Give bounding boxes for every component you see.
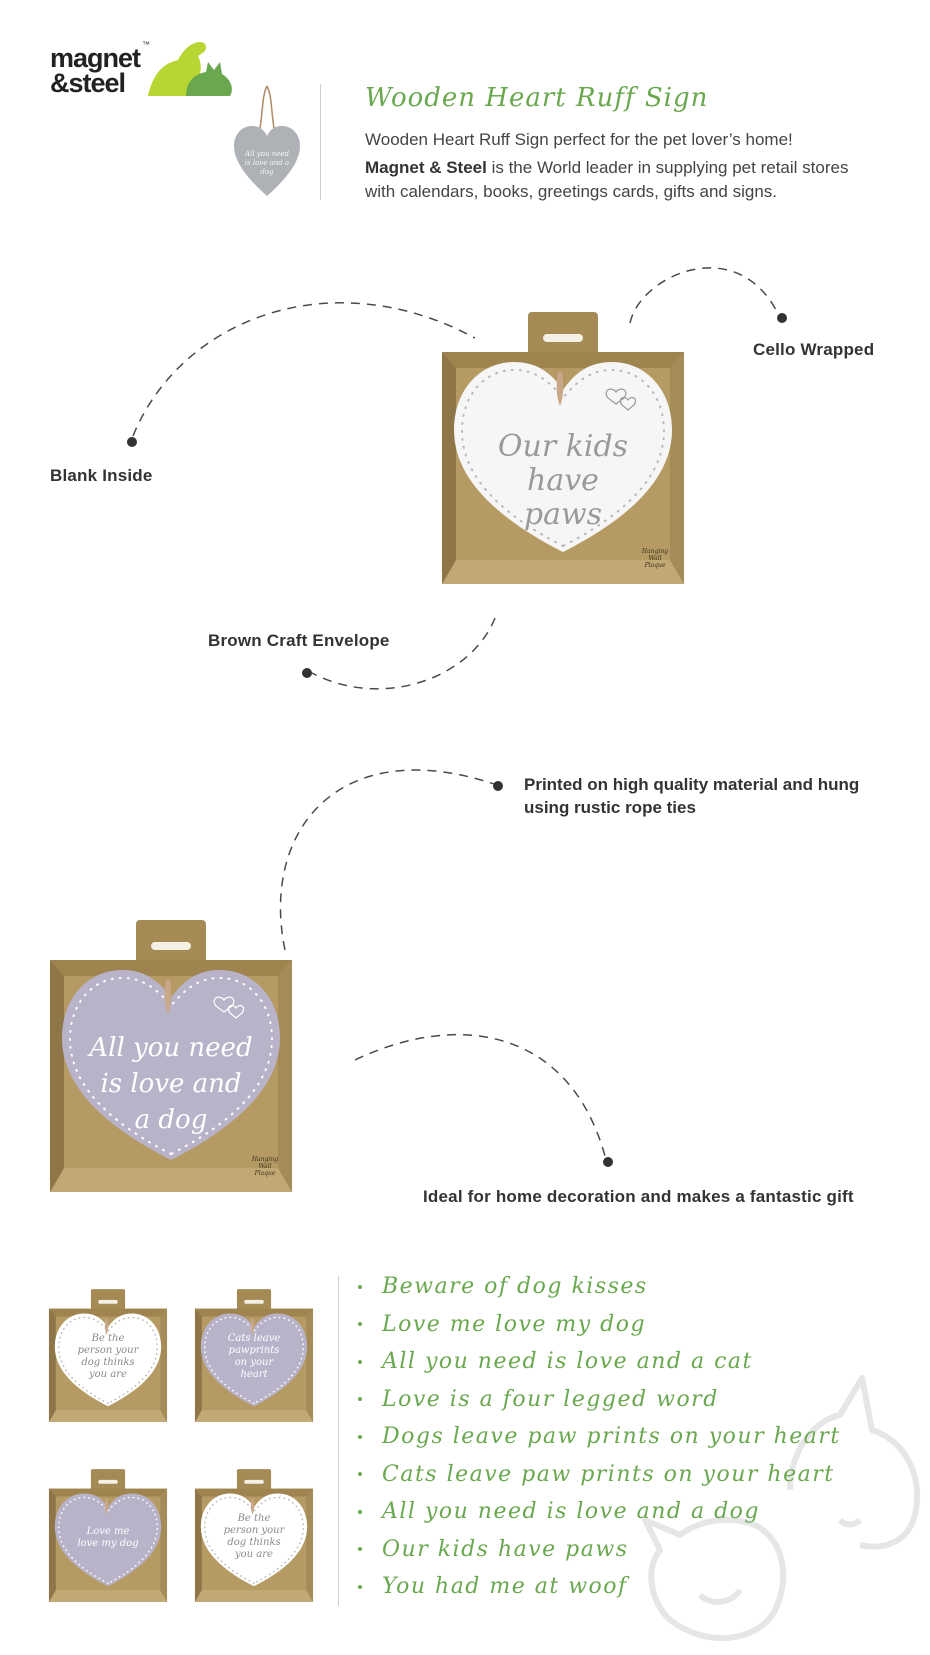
brand-logo: magnet ™ &steel xyxy=(50,38,240,108)
phrase-item: Love me love my dog xyxy=(358,1306,841,1344)
range-thumbnail-line: heart xyxy=(240,1369,268,1380)
product-1-text: Our kids have paws xyxy=(483,430,643,532)
kraft-box-heart-icon xyxy=(48,1469,168,1602)
label-ideal-gift: Ideal for home decoration and makes a fa… xyxy=(423,1187,854,1206)
kraft-box-heart-icon xyxy=(48,1289,168,1422)
brand-description: Magnet & Steel is the World leader in su… xyxy=(365,156,865,204)
product-2-text-line-3: a dog xyxy=(134,1105,208,1135)
kraft-box-heart-icon xyxy=(194,1289,314,1422)
bullet-dot-icon xyxy=(358,1322,362,1327)
bullet-dot-icon xyxy=(358,1584,362,1589)
curve-printed xyxy=(279,769,501,951)
product-2-text: All you need is love and a dog xyxy=(78,1030,264,1138)
dot-blank-inside xyxy=(127,437,137,447)
label-cello-wrapped: Cello Wrapped xyxy=(753,340,875,359)
range-thumbnail-line: Be the xyxy=(91,1333,125,1344)
phrase-item: Our kids have paws xyxy=(358,1531,841,1569)
range-thumbnail-line: love my dog xyxy=(77,1538,139,1549)
bullet-dot-icon xyxy=(358,1434,362,1439)
kraft-box-heart-icon xyxy=(194,1469,314,1602)
label-blank-inside: Blank Inside xyxy=(50,466,153,485)
range-divider xyxy=(338,1276,339,1606)
product-description: Wooden Heart Ruff Sign perfect for the p… xyxy=(365,130,793,149)
phrase-item: Beware of dog kisses xyxy=(358,1268,841,1306)
curve-ideal xyxy=(354,1033,606,1157)
bullet-dot-icon xyxy=(358,1509,362,1514)
dog-cat-logo-icon xyxy=(148,42,232,96)
range-thumbnail-line: you are xyxy=(235,1549,273,1560)
dot-printed xyxy=(493,781,503,791)
brand-name: Magnet & Steel xyxy=(365,158,487,177)
bullet-dot-icon xyxy=(358,1359,362,1364)
range-thumbnail-line: dog thinks xyxy=(227,1537,281,1548)
product-1-text-line-3: paws xyxy=(523,497,603,532)
phrase-item: You had me at woof xyxy=(358,1568,841,1606)
dot-cello xyxy=(777,313,787,323)
product-1-text-line-2: have xyxy=(527,463,599,498)
header-product-thumbnail xyxy=(234,85,300,196)
product-1-tag: Hanging Wall Plaque xyxy=(641,548,669,569)
bullet-dot-icon xyxy=(358,1397,362,1402)
phrase-list: Beware of dog kisses Love me love my dog… xyxy=(358,1268,841,1606)
range-thumbnail-line: person your xyxy=(223,1525,285,1536)
header-thumbnail-text: All you need is love and a dog xyxy=(244,150,290,176)
product-2-text-line-1: All you need xyxy=(89,1033,253,1063)
header-divider xyxy=(320,84,321,200)
range-thumbnail-line: pawprints xyxy=(228,1345,280,1356)
phrase-item: Love is a four legged word xyxy=(358,1381,841,1419)
curve-cello xyxy=(629,267,781,324)
logo-trademark: ™ xyxy=(142,40,150,49)
curve-envelope xyxy=(309,617,496,690)
logo-line-magnet: magnet xyxy=(50,43,141,73)
bullet-dot-icon xyxy=(358,1284,362,1289)
range-thumbnail-line: you are xyxy=(89,1369,127,1380)
bullet-dot-icon xyxy=(358,1472,362,1477)
phrase-item: All you need is love and a cat xyxy=(358,1343,841,1381)
brand-description-text: is the World leader in supplying pet ret… xyxy=(365,158,849,201)
product-2-text-line-2: is love and xyxy=(100,1069,242,1099)
bullet-dot-icon xyxy=(358,1547,362,1552)
range-thumbnail-line: dog thinks xyxy=(81,1357,135,1368)
cat-dog-watermark-icon xyxy=(642,1375,921,1642)
phrase-item: Cats leave paw prints on your heart xyxy=(358,1456,841,1494)
product-1-text-line-1: Our kids xyxy=(497,429,629,464)
label-brown-craft-envelope: Brown Craft Envelope xyxy=(208,631,390,650)
range-thumbnail-line: person your xyxy=(77,1345,139,1356)
product-2-image xyxy=(50,920,292,1192)
dot-ideal xyxy=(603,1157,613,1167)
range-thumbnail-line: on your xyxy=(234,1357,274,1368)
range-thumbnail-line: Cats leave xyxy=(227,1333,281,1344)
range-thumbnail-line: Be the xyxy=(237,1513,271,1524)
phrase-item: All you need is love and a dog xyxy=(358,1493,841,1531)
page-title: Wooden Heart Ruff Sign xyxy=(365,83,709,113)
label-printed-quality: Printed on high quality material and hun… xyxy=(524,775,860,817)
curve-blank-inside xyxy=(132,302,476,437)
range-thumbnail-line: Love me xyxy=(86,1526,130,1537)
product-2-tag: Hanging Wall Plaque xyxy=(251,1156,279,1177)
dot-envelope xyxy=(302,668,312,678)
logo-line-steel: &steel xyxy=(50,68,126,98)
phrase-item: Dogs leave paw prints on your heart xyxy=(358,1418,841,1456)
product-1-image xyxy=(442,312,684,584)
